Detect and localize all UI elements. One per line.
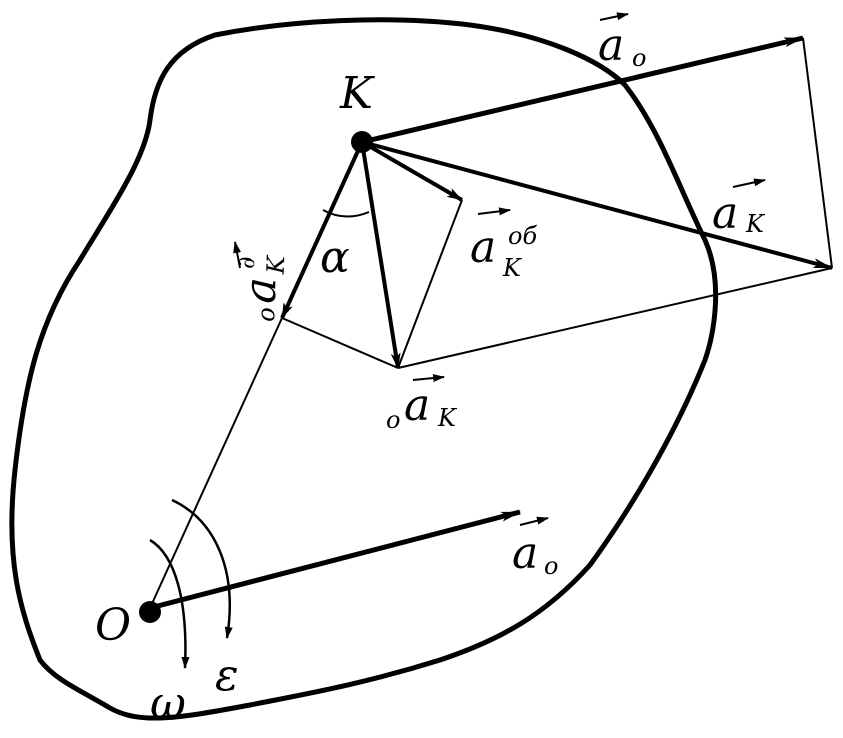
epsilon-arc xyxy=(171,498,233,639)
vector-a-k-total xyxy=(361,140,833,270)
svg-text:a: a xyxy=(712,188,738,239)
label-a-k-rot: a K об xyxy=(470,222,537,282)
angle-alpha-arc xyxy=(322,209,370,218)
label-point-k: K xyxy=(339,68,375,119)
line-rot-tip-to-rel xyxy=(397,199,463,369)
label-epsilon: ε xyxy=(215,650,239,701)
vector-a-k-tan xyxy=(280,141,364,319)
line-tan-tip-to-rel xyxy=(281,317,399,369)
body-outline xyxy=(9,17,719,721)
label-point-o: O xyxy=(95,600,131,651)
omega-arc xyxy=(149,538,190,669)
svg-text:K: K xyxy=(745,210,766,238)
label-a-k-tan: o a K ∂ xyxy=(232,254,291,323)
svg-text:a: a xyxy=(512,528,538,579)
svg-text:a: a xyxy=(470,222,496,273)
svg-text:o: o xyxy=(544,552,558,580)
label-a-o-bottom: a o xyxy=(512,528,558,580)
label-angle-alpha: α xyxy=(320,232,350,283)
vector-a-k-rel xyxy=(360,141,401,369)
svg-text:K: K xyxy=(502,254,523,282)
vectors xyxy=(149,35,833,611)
svg-text:a: a xyxy=(404,380,430,431)
vector-a-k-rot xyxy=(360,140,464,202)
svg-text:K: K xyxy=(437,404,458,432)
svg-text:o: o xyxy=(386,406,400,434)
label-overbars xyxy=(233,12,766,526)
point-k-dot xyxy=(351,131,373,153)
vector-a-o-top xyxy=(361,35,804,145)
label-a-k-total: a K xyxy=(712,188,766,239)
construction-lines xyxy=(149,37,833,609)
line-rel-to-ak-tip xyxy=(397,267,833,369)
label-a-k-rel: o a K xyxy=(386,380,458,434)
label-a-o-top: a o xyxy=(598,20,646,72)
svg-text:a: a xyxy=(598,20,624,71)
svg-text:o: o xyxy=(632,44,646,72)
svg-text:o: o xyxy=(252,307,280,322)
line-ao-tip-to-ak-tip xyxy=(802,37,833,269)
svg-text:об: об xyxy=(508,222,537,250)
label-omega: ω xyxy=(150,678,186,729)
point-o-dot xyxy=(139,601,161,623)
vector-a-o-bottom xyxy=(149,509,521,611)
line-o-to-tan-tip xyxy=(149,317,283,609)
svg-text:∂: ∂ xyxy=(232,256,260,269)
svg-text:a: a xyxy=(235,276,287,304)
svg-text:K: K xyxy=(262,254,291,276)
